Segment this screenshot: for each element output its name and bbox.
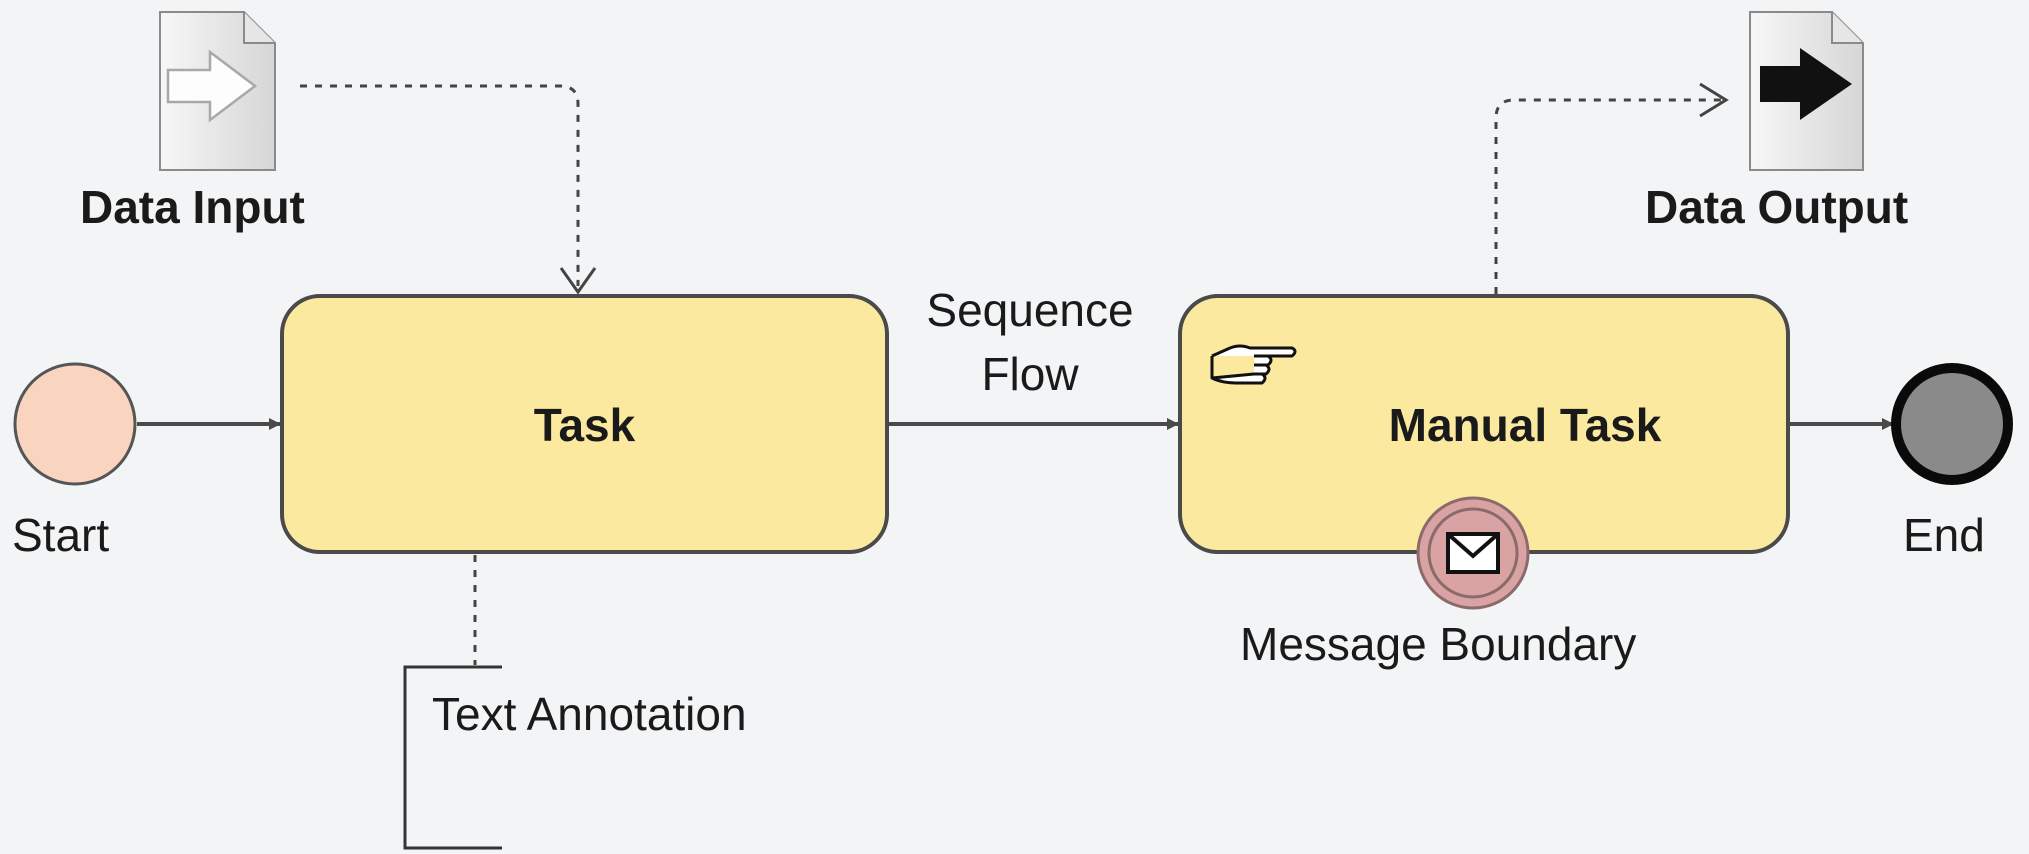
text-annotation-bracket — [403, 665, 502, 850]
manual-task-label: Manual Task — [1388, 399, 1662, 451]
data-output-label: Data Output — [1645, 181, 1909, 233]
text-annotation-label: Text Annotation — [432, 688, 747, 740]
task-box — [280, 294, 889, 554]
end-event-label: End — [1903, 509, 1985, 561]
start-event-circle — [13, 362, 137, 486]
data-input-association — [300, 84, 597, 295]
message-boundary-label: Message Boundary — [1240, 618, 1637, 670]
data-input-document-icon — [159, 11, 276, 171]
task-label: Task — [533, 399, 636, 451]
sequence-flow-label-line2: Flow — [981, 348, 1079, 400]
end-event-circle — [1891, 363, 2013, 485]
data-input-label: Data Input — [80, 181, 305, 233]
start-event-label: Start — [12, 509, 110, 561]
sequence-flow-label-line1: Sequence — [926, 284, 1134, 336]
envelope-icon — [1446, 532, 1500, 574]
data-output-document-icon — [1749, 11, 1864, 171]
data-output-association — [1494, 82, 1729, 294]
hand-pointer-icon — [1210, 344, 1297, 385]
